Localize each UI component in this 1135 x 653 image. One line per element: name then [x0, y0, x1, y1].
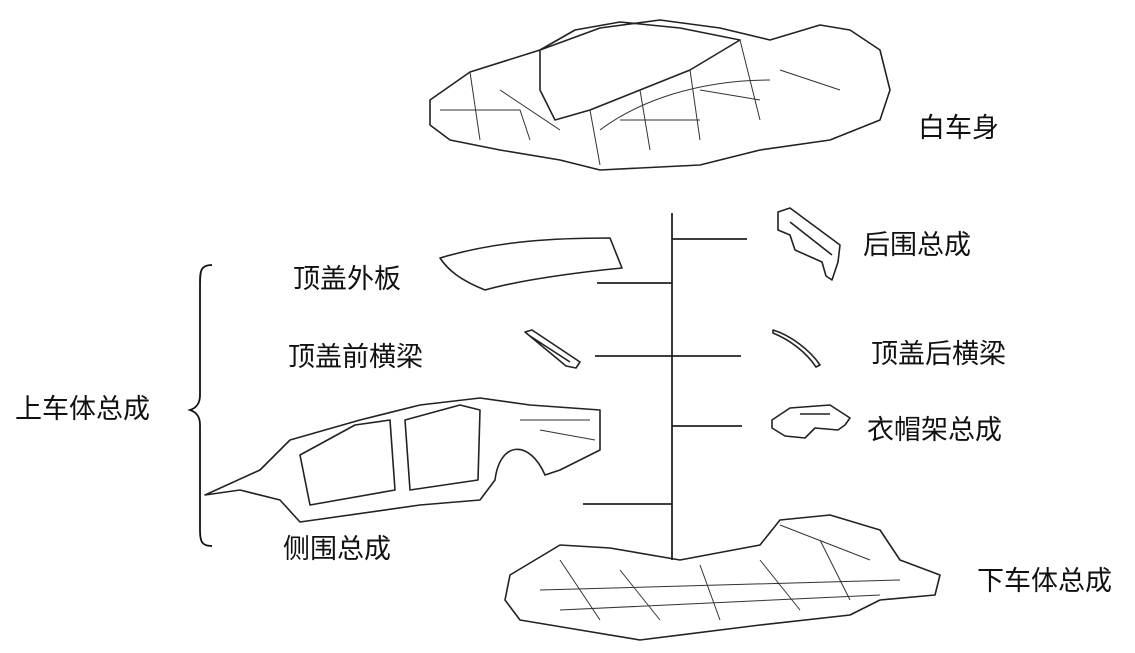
label-roof-outer-panel: 顶盖外板: [293, 264, 401, 295]
label-underbody-assembly: 下车体总成: [977, 566, 1112, 597]
label-roof-rear-crossbeam: 顶盖后横梁: [871, 339, 1006, 370]
label-upper-body-assembly: 上车体总成: [15, 394, 150, 425]
label-roof-front-crossbeam: 顶盖前横梁: [288, 342, 423, 373]
upper-body-brace: [187, 264, 213, 547]
connector-lines: [583, 213, 747, 560]
roof-outer-panel-drawing: [439, 237, 623, 291]
rear-panel-drawing: [777, 207, 841, 281]
side-panel-drawing: [204, 397, 601, 523]
label-rear-panel-assembly: 后围总成: [863, 230, 971, 261]
roof-front-crossbeam-drawing: [524, 329, 581, 369]
label-body-in-white: 白车身: [918, 113, 999, 144]
roof-rear-crossbeam-drawing: [772, 329, 821, 368]
underbody-drawing: [504, 514, 941, 641]
body-in-white-drawing: [429, 19, 891, 171]
label-parcel-shelf-assembly: 衣帽架总成: [867, 415, 1002, 446]
parcel-shelf-drawing: [771, 404, 851, 439]
label-side-panel-assembly: 侧围总成: [283, 534, 391, 565]
